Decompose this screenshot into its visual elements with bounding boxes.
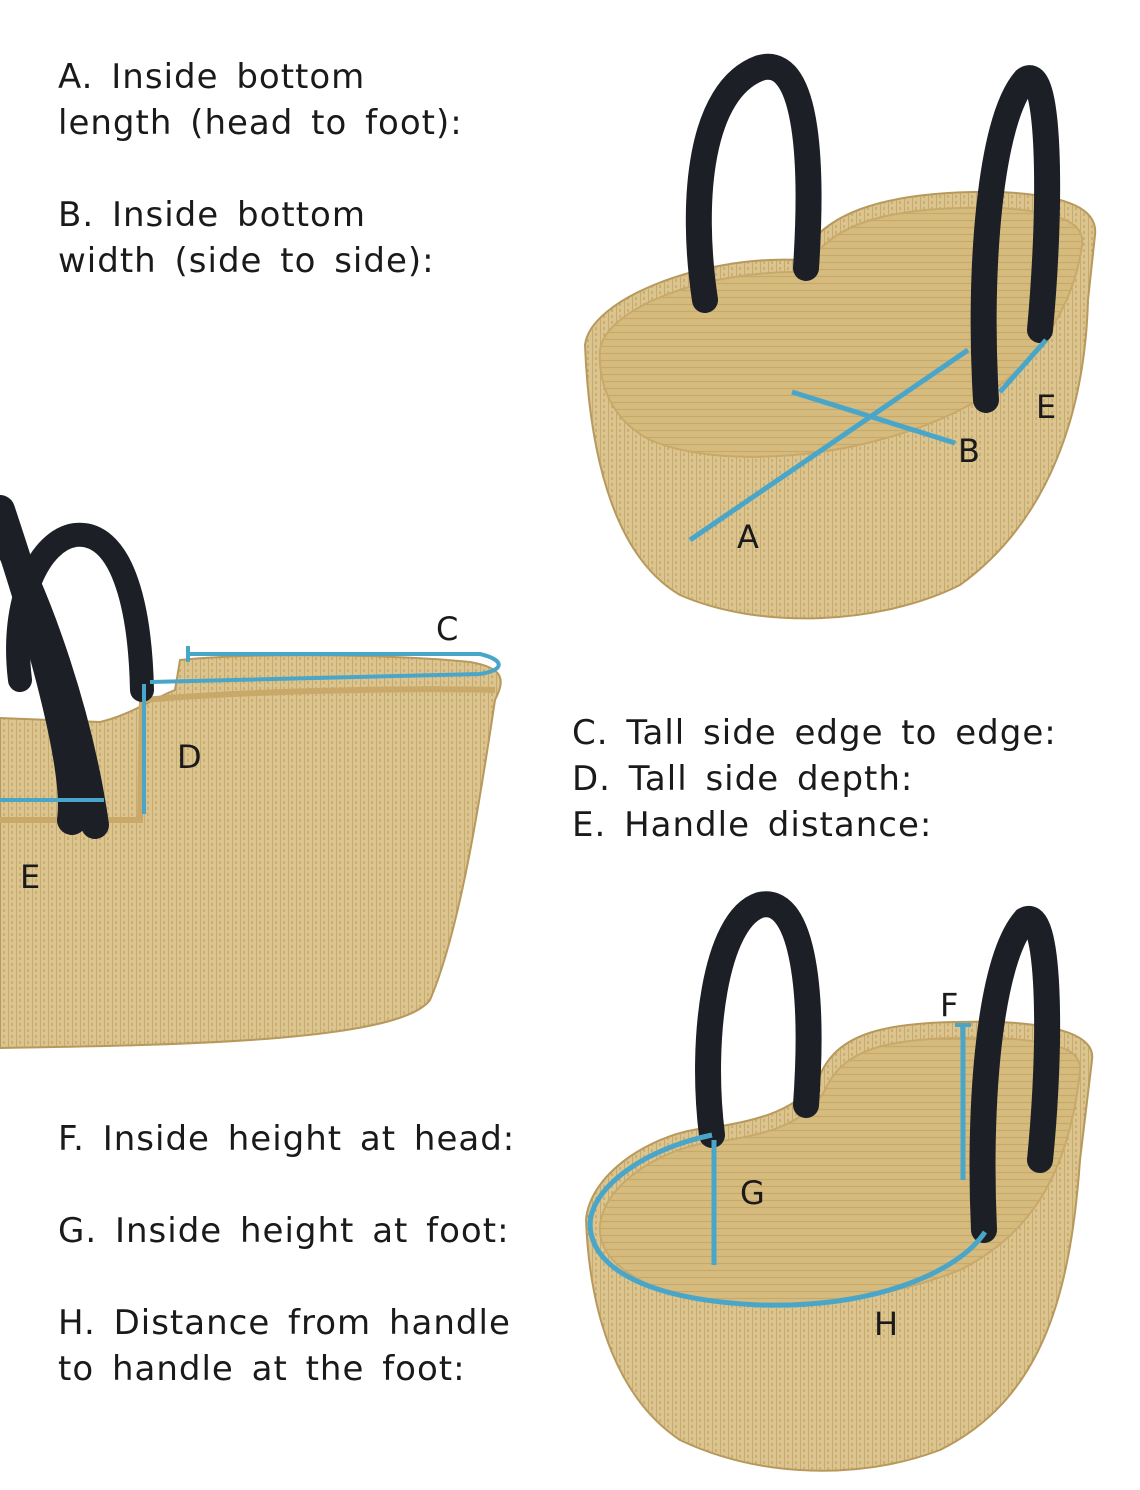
figure-label-f: F xyxy=(940,986,959,1024)
top-basket-figure xyxy=(583,53,1097,620)
measurement-f-label: F. Inside height at head: xyxy=(58,1119,516,1159)
measurement-h-line1: H. Distance from handle xyxy=(58,1303,511,1343)
measurement-h-label: H. Distance from handle to handle at the… xyxy=(58,1300,511,1392)
measurement-b-label: B. Inside bottom width (side to side): xyxy=(58,192,435,284)
measurement-a-line1: A. Inside bottom xyxy=(58,57,366,97)
measurement-e-label: E. Handle distance: xyxy=(572,805,933,845)
measure-line-b xyxy=(791,389,956,446)
measure-line-c xyxy=(149,652,501,684)
middle-near-handle xyxy=(0,516,109,839)
measurement-d-label: D. Tall side depth: xyxy=(572,759,914,799)
measurement-c-label: C. Tall side edge to edge: xyxy=(572,713,1057,753)
figure-label-e-top: E xyxy=(1036,388,1057,426)
measure-line-e xyxy=(998,338,1048,394)
measurement-b-line2: width (side to side): xyxy=(58,241,435,281)
bottom-right-handle xyxy=(969,905,1061,1243)
figure-label-e-middle: E xyxy=(20,858,41,896)
figure-label-h: H xyxy=(874,1305,899,1343)
top-right-handle xyxy=(970,65,1061,413)
measurement-b-line1: B. Inside bottom xyxy=(58,195,366,235)
figure-label-a: A xyxy=(737,518,759,556)
bottom-basket-figure xyxy=(584,891,1094,1472)
middle-basket-body xyxy=(0,654,502,1050)
measurement-a-label: A. Inside bottom length (head to foot): xyxy=(58,54,463,146)
figure-label-b: B xyxy=(958,432,980,470)
figure-label-g: G xyxy=(740,1174,765,1212)
measurement-g-label: G. Inside height at foot: xyxy=(58,1211,510,1251)
figure-label-d: D xyxy=(177,738,202,776)
bottom-left-handle xyxy=(695,891,822,1148)
measure-line-a xyxy=(688,347,970,543)
middle-front-handle xyxy=(6,522,154,702)
top-left-handle xyxy=(685,53,822,313)
figure-label-c: C xyxy=(436,610,459,648)
measurement-a-line2: length (head to foot): xyxy=(58,103,463,143)
middle-basket-rim xyxy=(0,686,496,823)
measurement-h-line2: to handle at the foot: xyxy=(58,1349,466,1389)
measure-line-h xyxy=(587,1132,988,1308)
middle-basket-figure xyxy=(0,495,502,1050)
